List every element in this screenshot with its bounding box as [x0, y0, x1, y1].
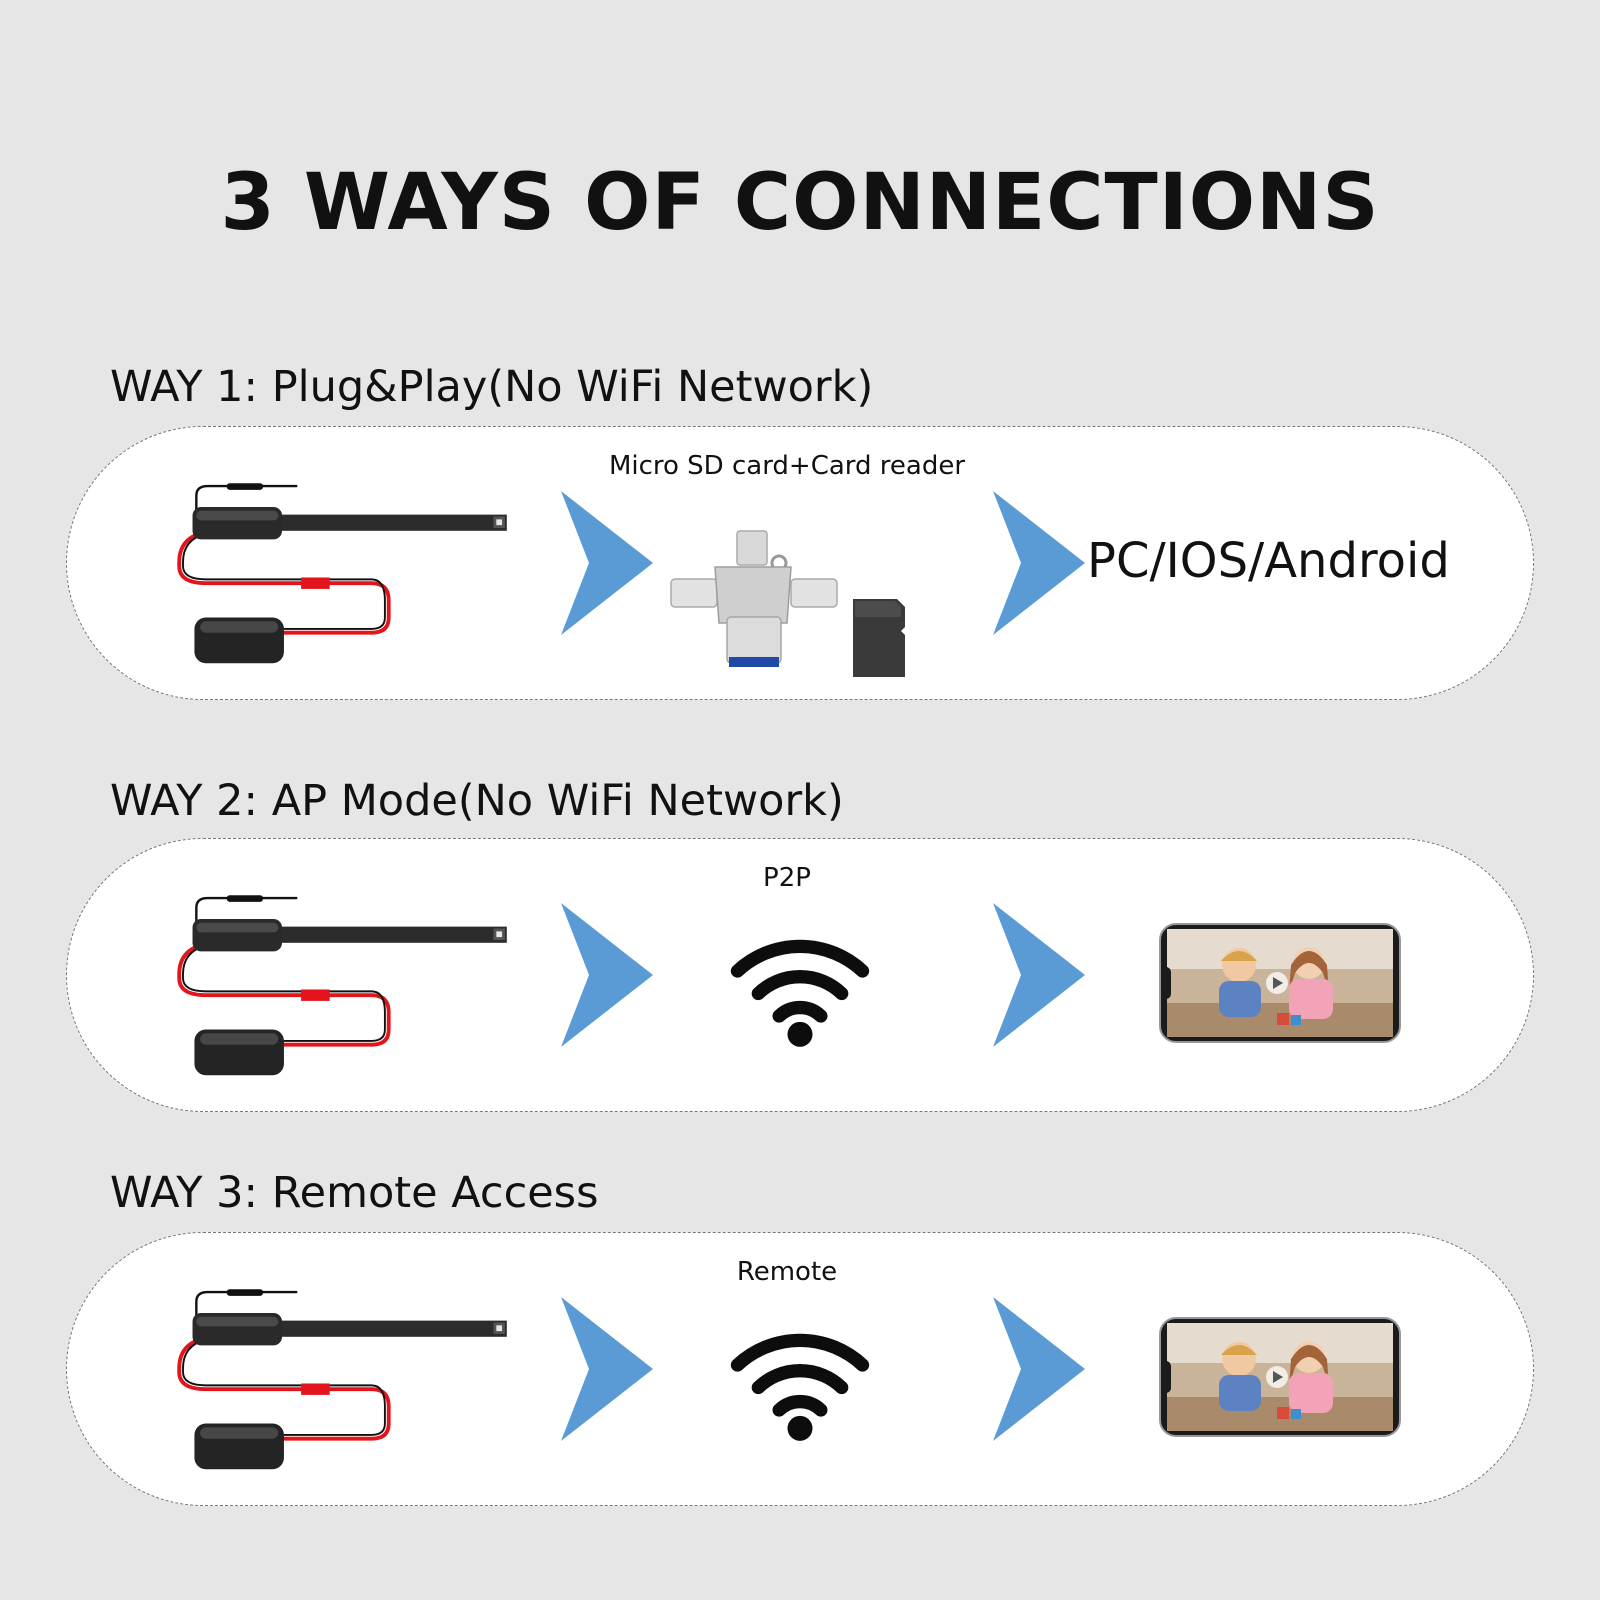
camera-module-icon — [177, 481, 509, 666]
way-3-heading: WAY 3: Remote Access — [110, 1168, 599, 1218]
arrow-right-icon — [561, 491, 653, 635]
way-2-heading: WAY 2: AP Mode(No WiFi Network) — [110, 776, 844, 826]
arrow-right-icon — [561, 903, 653, 1047]
way-2-panel: P2P — [66, 838, 1534, 1112]
phone-icon — [1159, 923, 1401, 1043]
way-3-panel: Remote — [66, 1232, 1534, 1506]
way-1-middle-label: Micro SD card+Card reader — [608, 451, 966, 481]
phone-icon — [1159, 1317, 1401, 1437]
camera-module-icon — [177, 1287, 509, 1472]
page-title: 3 WAYS OF CONNECTIONS — [220, 158, 1380, 248]
arrow-right-icon — [993, 1297, 1085, 1441]
arrow-right-icon — [993, 491, 1085, 635]
card-reader-icon — [670, 530, 838, 667]
way-1-heading: WAY 1: Plug&Play(No WiFi Network) — [110, 362, 874, 412]
wifi-icon — [715, 1315, 885, 1445]
arrow-right-icon — [561, 1297, 653, 1441]
arrow-right-icon — [993, 903, 1085, 1047]
way-3-middle-label: Remote — [736, 1257, 838, 1287]
way-2-middle-label: P2P — [763, 863, 811, 893]
way-1-destination-label: PC/IOS/Android — [1087, 533, 1450, 589]
way-1-panel: Micro SD card+Card reader PC/IOS/Android — [66, 426, 1534, 700]
camera-module-icon — [177, 893, 509, 1078]
sd-card-icon — [853, 599, 905, 677]
wifi-icon — [715, 921, 885, 1051]
